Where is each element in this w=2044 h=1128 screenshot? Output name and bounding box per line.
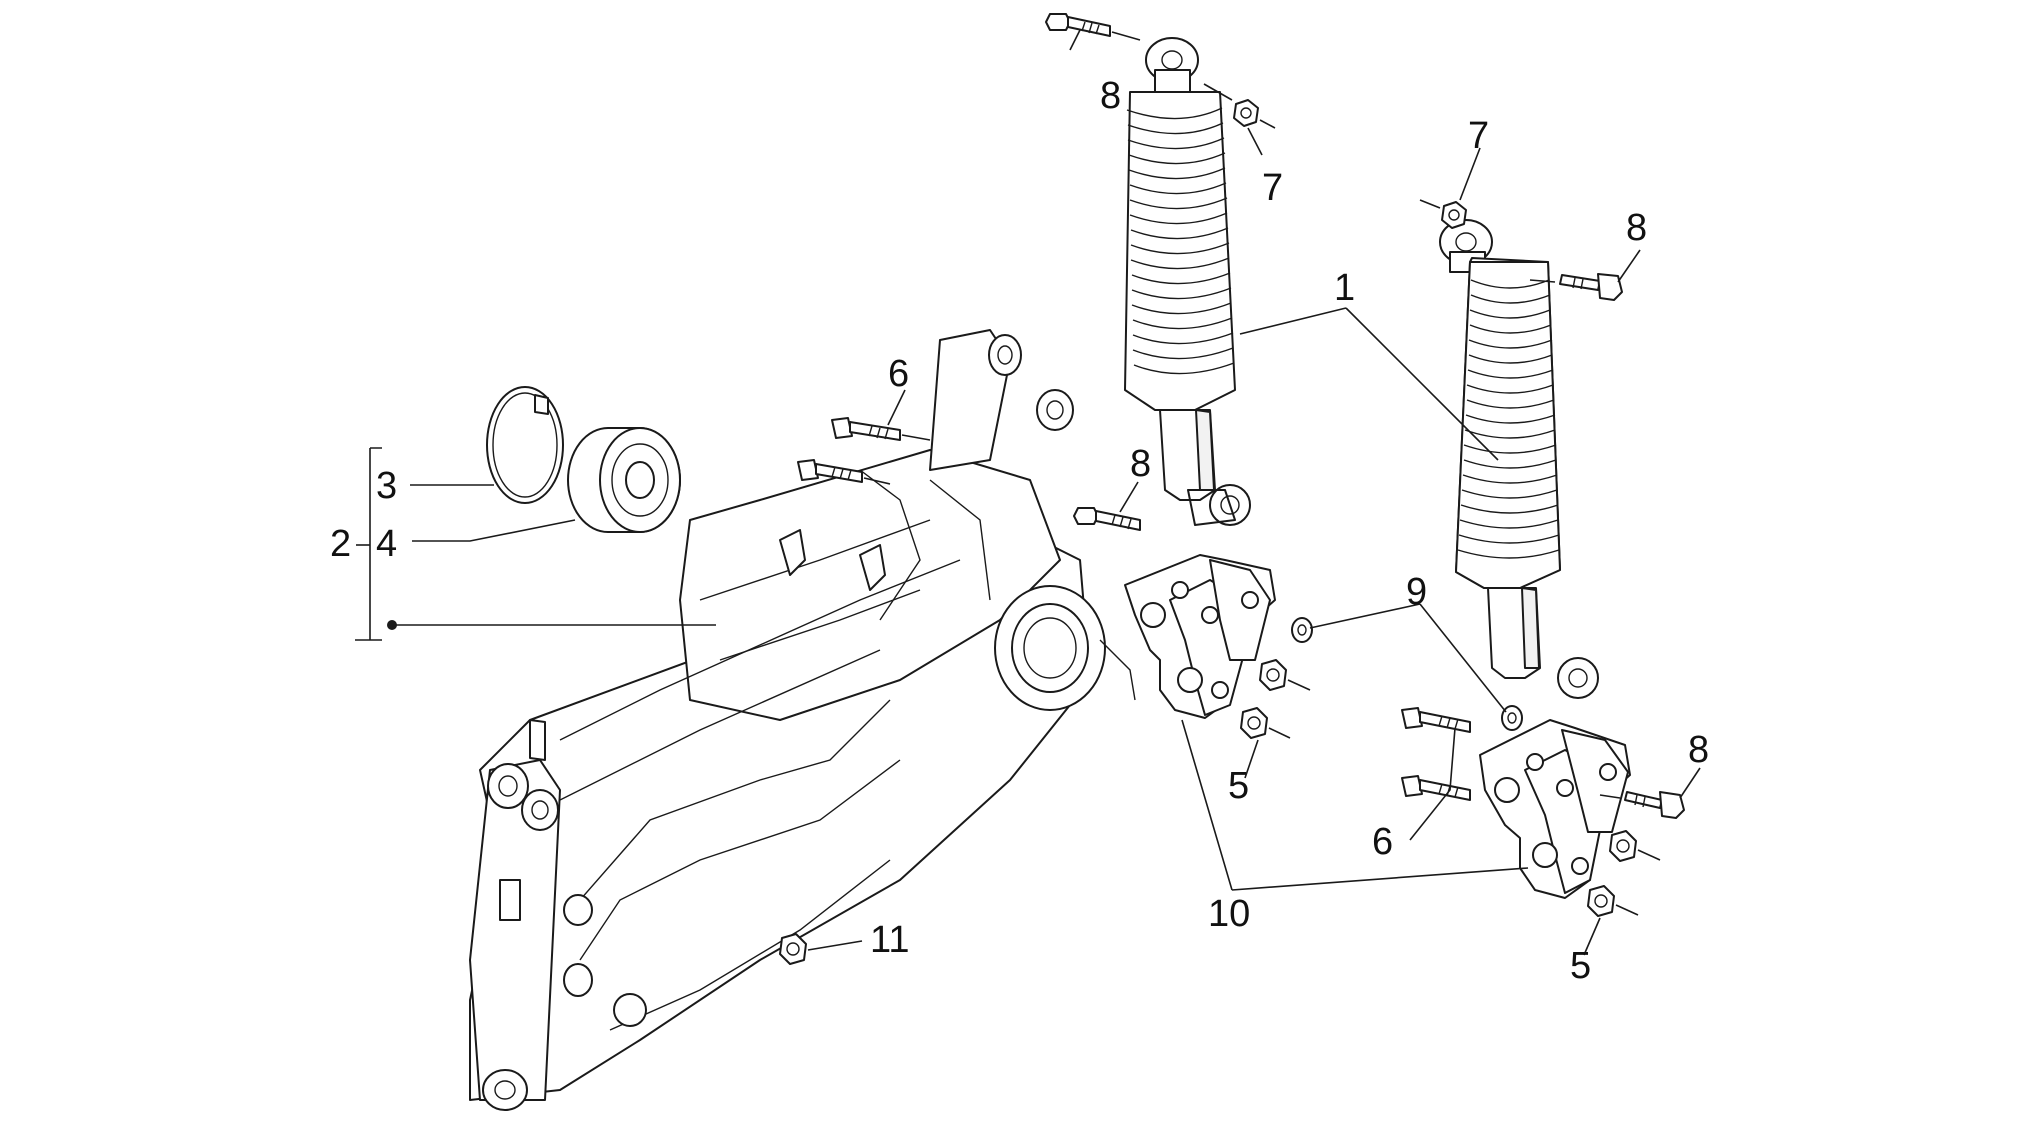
callout-8-right-bottom: 8: [1688, 729, 1709, 771]
callout-8-top: 8: [1100, 75, 1121, 117]
bolt-8-right-top: [1529, 273, 1623, 301]
shock-absorber-left: [1124, 37, 1251, 526]
shock-bracket-left: [1124, 554, 1276, 719]
callout-2: 2: [330, 523, 351, 565]
callout-5-left: 5: [1228, 765, 1249, 807]
nut-5-right: [1587, 830, 1661, 917]
bolt-8-right-bottom: [1599, 791, 1685, 819]
callout-7-top: 7: [1262, 167, 1283, 209]
bolt-8-top: [1045, 13, 1141, 41]
bolt-6-lower-right: [1401, 707, 1471, 801]
callout-10: 10: [1208, 893, 1250, 935]
bolt-6-upper-left: [797, 417, 931, 485]
assembly-dot: [387, 620, 397, 630]
ball-bearing: [567, 427, 681, 533]
callout-1: 1: [1334, 267, 1355, 309]
callout-6-lower: 6: [1372, 821, 1393, 863]
nut-5-left: [1240, 659, 1311, 739]
swing-arm: [469, 329, 1136, 1111]
callout-3: 3: [376, 465, 397, 507]
leader-lines: [355, 29, 1701, 956]
bolt-8-middle: [1073, 507, 1141, 531]
callout-7-right: 7: [1468, 115, 1489, 157]
callout-labels: 8 7 7 8 1 6 8 3 4 2 9 5 8 6 10 11 5: [330, 75, 1709, 987]
callout-8-middle: 8: [1130, 443, 1151, 485]
shock-absorber-right: [1439, 219, 1599, 699]
callout-9: 9: [1406, 571, 1427, 613]
washer-9: [1291, 617, 1523, 731]
nut-11: [779, 933, 807, 965]
callout-11: 11: [870, 919, 909, 961]
callout-5-right: 5: [1570, 945, 1591, 987]
callout-6-upper: 6: [888, 353, 909, 395]
callout-4: 4: [376, 523, 397, 565]
callout-8-right-top: 8: [1626, 207, 1647, 249]
shock-bracket-right: [1479, 719, 1631, 899]
circlip-ring: [486, 386, 564, 504]
nut-7-right: [1419, 199, 1467, 229]
nut-7-top: [1203, 83, 1276, 129]
